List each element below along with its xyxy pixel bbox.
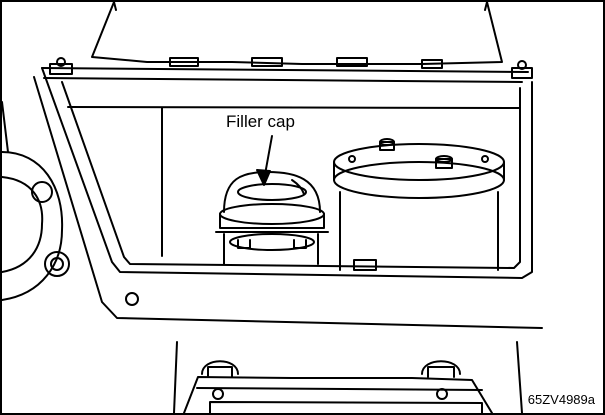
cylindrical-tank: [333, 138, 505, 271]
left-bracket: [2, 151, 139, 306]
filler-cap-callout-label: Filler cap: [226, 112, 295, 131]
top-rail: [41, 57, 533, 83]
compartment-frame: [2, 67, 543, 329]
figure-reference-code: 65ZV4989a: [527, 392, 595, 407]
open-lid: [91, 2, 503, 69]
filler-cap: [215, 171, 329, 265]
lower-mount: [173, 341, 523, 413]
callout-arrow: [256, 135, 273, 186]
